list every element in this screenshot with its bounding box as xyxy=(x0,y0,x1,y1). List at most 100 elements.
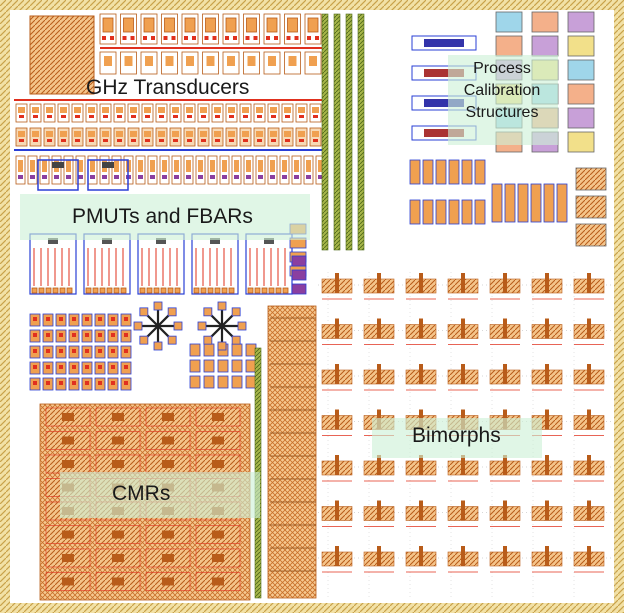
via-pad xyxy=(33,333,37,337)
cmr-core xyxy=(162,413,174,421)
bimorph-beam xyxy=(503,455,507,475)
cross-pad xyxy=(217,341,227,351)
via-pad xyxy=(313,139,318,142)
via-pad xyxy=(270,175,275,179)
via-pad xyxy=(110,36,114,40)
calibration-resonator xyxy=(435,159,447,185)
green-strip xyxy=(357,13,365,251)
bimorph-beam xyxy=(461,273,465,293)
transducer-electrode xyxy=(102,17,114,33)
transducer-electrode xyxy=(214,107,221,113)
transducer-electrode xyxy=(90,160,95,172)
cmr-core xyxy=(212,577,224,586)
transducer-electrode xyxy=(307,17,319,33)
transducer-electrode xyxy=(298,107,305,113)
transducer-electrode xyxy=(162,160,167,172)
via-pad xyxy=(187,139,192,142)
via-pad xyxy=(225,36,229,40)
transducer-electrode xyxy=(222,160,227,172)
transducer-electrode xyxy=(198,160,203,172)
calibration-resonator xyxy=(461,159,473,185)
calibration-pad xyxy=(495,11,523,33)
via-pad xyxy=(46,349,50,353)
fbar-pad xyxy=(106,287,113,294)
cmr-core xyxy=(112,436,124,445)
bimorph-beam xyxy=(461,318,465,339)
fbar-pad xyxy=(275,287,282,294)
via-pad xyxy=(98,381,102,385)
via-pad xyxy=(124,365,128,369)
via-pad xyxy=(143,36,147,40)
transducer-electrode xyxy=(172,107,179,113)
via-pad xyxy=(285,115,290,118)
via-pad xyxy=(150,175,155,179)
fbar-pad xyxy=(193,287,200,294)
small-resonator xyxy=(189,343,201,357)
cross-pad xyxy=(153,301,163,311)
fbar-pad xyxy=(254,287,261,294)
cmrs-label: CMRs xyxy=(112,482,171,505)
via-pad xyxy=(215,115,220,118)
transducer-electrode xyxy=(30,160,35,172)
via-pad xyxy=(33,317,37,321)
via-pad xyxy=(184,36,188,40)
via-pad xyxy=(229,139,234,142)
cmr-core xyxy=(162,530,174,539)
ghz-transducers-label: GHz Transducers xyxy=(86,76,250,99)
cross-pad xyxy=(197,321,207,331)
calibration-element xyxy=(424,99,464,107)
fbar-pad xyxy=(282,287,289,294)
fbar-pad xyxy=(113,287,120,294)
bimorph-beam xyxy=(545,455,549,475)
calibration-resonator xyxy=(556,183,568,223)
transducer-electrode xyxy=(186,107,193,113)
via-pad xyxy=(85,365,89,369)
via-pad xyxy=(30,175,35,179)
bimorph-beam xyxy=(545,409,549,430)
transducer-electrode xyxy=(270,160,275,172)
cmr-core xyxy=(212,530,224,539)
fbar-pad xyxy=(160,287,167,294)
transducer-electrode xyxy=(165,56,174,66)
via-pad xyxy=(159,115,164,118)
calibration-resonator xyxy=(474,159,486,185)
via-pad xyxy=(75,115,80,118)
fbar-element xyxy=(48,238,58,244)
transducer-electrode xyxy=(138,160,143,172)
via-pad xyxy=(257,139,262,142)
via-pad xyxy=(286,36,291,40)
calibration-resonator xyxy=(409,199,421,225)
transducer-electrode xyxy=(18,160,23,172)
bimorph-beam xyxy=(587,409,591,430)
process-calibration-line-2: Calibration xyxy=(463,82,541,99)
calibration-pad xyxy=(531,35,559,57)
bimorph-beam xyxy=(377,455,381,475)
test-pad xyxy=(291,269,307,281)
cmr-core xyxy=(62,436,74,445)
cross-pad xyxy=(153,341,163,351)
via-pad xyxy=(198,175,203,179)
calibration-pad xyxy=(567,107,595,129)
bimorph-beam xyxy=(503,318,507,339)
transducer-electrode xyxy=(284,107,291,113)
bimorph-beam xyxy=(587,455,591,475)
via-pad xyxy=(201,115,206,118)
calibration-pad xyxy=(531,11,559,33)
bimorph-beam xyxy=(377,500,381,521)
via-pad xyxy=(145,139,150,142)
via-pad xyxy=(282,175,287,179)
ghz-transducer-array xyxy=(14,13,326,185)
calibration-pad xyxy=(495,35,523,57)
via-pad xyxy=(59,317,63,321)
cross-pad xyxy=(167,307,177,317)
via-pad xyxy=(138,175,143,179)
fbar-pad xyxy=(261,287,268,294)
via-pad xyxy=(253,36,258,40)
via-pad xyxy=(215,139,220,142)
transducer-electrode xyxy=(270,131,277,137)
transducer-electrode xyxy=(104,56,112,66)
bimorphs-label: Bimorphs xyxy=(412,424,501,447)
transducer-electrode xyxy=(18,131,25,137)
transducer-electrode xyxy=(158,131,165,137)
via-pad xyxy=(210,175,215,179)
